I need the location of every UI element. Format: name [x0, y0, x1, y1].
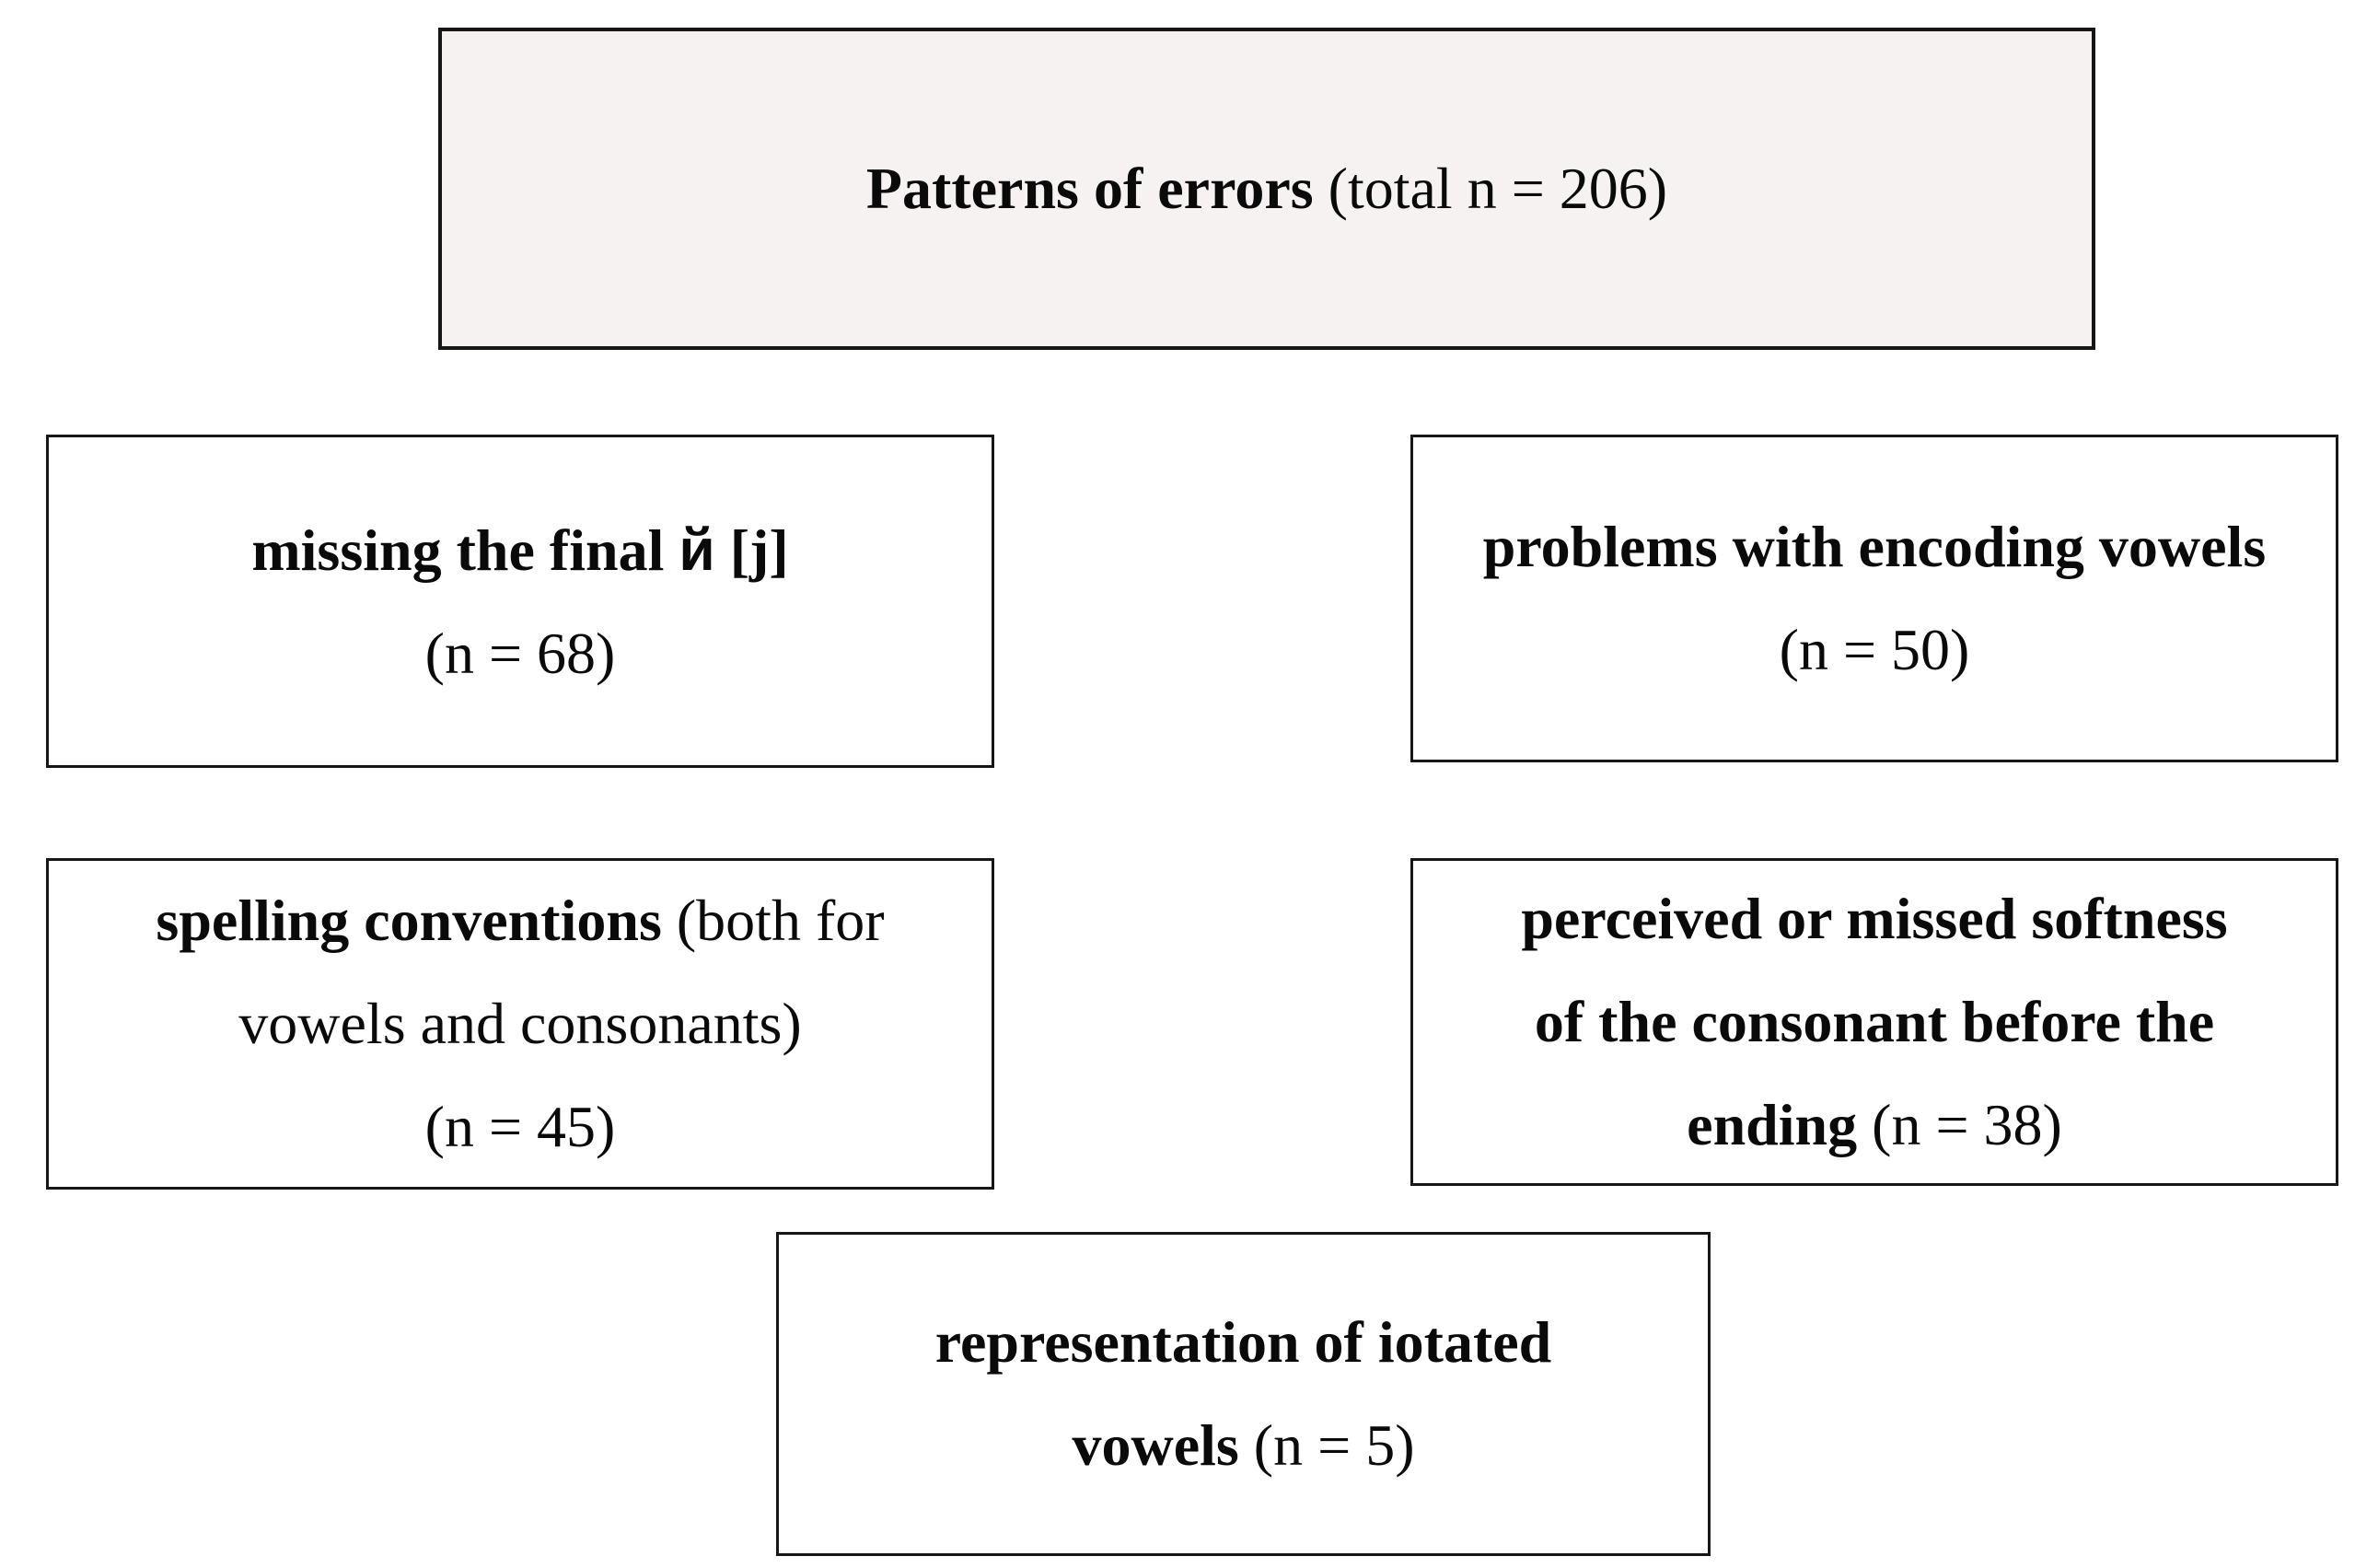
spelling-conventions-rest1: (both for	[661, 888, 885, 953]
missing-final-j-label: missing the final	[251, 517, 679, 583]
node-title-line2: of the consonant before the	[1535, 970, 2214, 1074]
encoding-vowels-count: (n = 50)	[1779, 617, 1970, 682]
spelling-conventions-label: spelling conventions	[156, 888, 662, 953]
softness-label-line3: ending	[1687, 1092, 1858, 1157]
missing-final-j-count: (n = 68)	[424, 620, 616, 686]
node-count-line: (n = 50)	[1780, 598, 1970, 702]
node-title-line: representation of iotated	[935, 1291, 1552, 1394]
spelling-conventions-rest2: vowels and consonants)	[238, 991, 802, 1056]
cyrillic-j-glyph: й	[679, 516, 715, 583]
spelling-conventions-count: (n = 45)	[424, 1094, 616, 1159]
node-count-line: ending (n = 38)	[1687, 1074, 2062, 1177]
node-title-line: perceived or missed softness	[1521, 867, 2227, 970]
node-title-line: spelling conventions (both for	[156, 869, 884, 972]
node-title-line: problems with encoding vowels	[1483, 495, 2266, 598]
node-count-line: (n = 45)	[425, 1075, 616, 1179]
encoding-vowels-label: problems with encoding vowels	[1482, 514, 2267, 579]
softness-count: (n = 38)	[1857, 1092, 2062, 1157]
root-title-bold: Patterns of errors	[865, 156, 1314, 221]
iotated-count: (n = 5)	[1238, 1412, 1415, 1478]
missing-final-j-ipa: [j]	[714, 517, 789, 583]
node-missing-final-j: missing the final й [j] (n = 68)	[46, 435, 994, 768]
node-patterns-of-errors: Patterns of errors (total n = 206)	[438, 28, 2095, 350]
node-perceived-missed-softness: perceived or missed softness of the cons…	[1410, 858, 2338, 1186]
node-iotated-vowels: representation of iotated vowels (n = 5)	[776, 1232, 1711, 1556]
node-title-line: missing the final й [j]	[251, 498, 788, 602]
root-title-rest: (total n = 206)	[1313, 156, 1668, 221]
node-title-line: Patterns of errors (total n = 206)	[866, 137, 1667, 240]
node-title-line2: vowels and consonants)	[238, 972, 801, 1075]
iotated-label-line2: vowels	[1072, 1412, 1239, 1478]
node-count-line: vowels (n = 5)	[1072, 1394, 1414, 1497]
node-count-line: (n = 68)	[425, 602, 616, 705]
node-spelling-conventions: spelling conventions (both for vowels an…	[46, 858, 994, 1190]
iotated-label-line1: representation of iotated	[934, 1309, 1552, 1375]
softness-label-line2: of the consonant before the	[1534, 989, 2215, 1054]
softness-label-line1: perceived or missed softness	[1521, 886, 2228, 951]
node-problems-encoding-vowels: problems with encoding vowels (n = 50)	[1410, 435, 2338, 762]
